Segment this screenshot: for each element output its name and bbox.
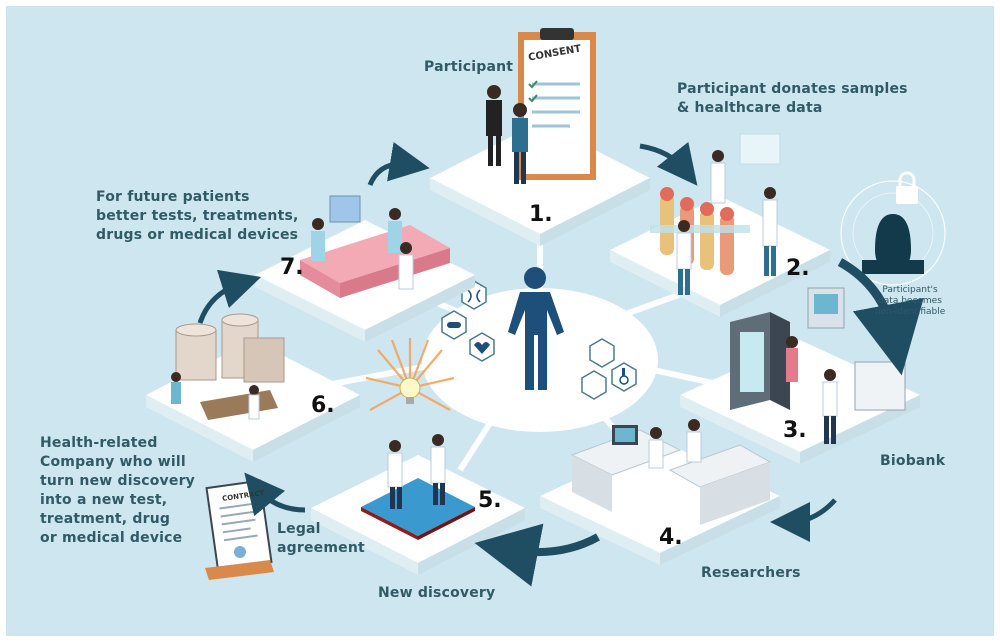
step-6-tile bbox=[146, 313, 360, 462]
label-health-company: Health-related Company who will turn new… bbox=[40, 435, 195, 546]
face-scan-icon bbox=[840, 180, 946, 286]
arrow-7-to-1 bbox=[367, 141, 430, 187]
label-non-identifiable: Participant's data becomes non-identifia… bbox=[874, 285, 946, 317]
arrow-1-to-2 bbox=[639, 141, 698, 186]
research-desks bbox=[570, 419, 772, 525]
step-number-6: 6. bbox=[311, 393, 335, 418]
wheelchair-icon bbox=[619, 368, 629, 385]
arrow-5-to-legal bbox=[244, 472, 306, 517]
label-legal-agreement: Legal agreement bbox=[277, 521, 365, 556]
participant-people bbox=[486, 85, 528, 184]
step-number-1: 1. bbox=[529, 202, 553, 227]
heart-icon bbox=[474, 342, 490, 354]
label-new-discovery: New discovery bbox=[378, 585, 496, 601]
label-participant: Participant bbox=[424, 59, 514, 75]
lightbulb-icon bbox=[365, 338, 455, 411]
sample-tubes bbox=[650, 187, 750, 275]
step-5-tile bbox=[311, 434, 525, 575]
discovery-scientists bbox=[387, 434, 446, 509]
step-4-tile bbox=[540, 419, 780, 565]
hub-icons bbox=[441, 280, 637, 400]
label-donates: Participant donates samples & healthcare… bbox=[677, 81, 908, 116]
factory-machines bbox=[171, 313, 285, 420]
step-number-2: 2. bbox=[786, 256, 810, 281]
lock-icon bbox=[896, 171, 918, 204]
step-2-tile bbox=[610, 133, 830, 317]
label-biobank: Biobank bbox=[880, 453, 946, 469]
biobank-workers bbox=[786, 336, 838, 444]
dna-icon bbox=[467, 289, 481, 303]
operating-room bbox=[300, 195, 450, 298]
arrow-3-to-4 bbox=[770, 498, 837, 542]
step-1-tile bbox=[430, 28, 650, 246]
label-researchers: Researchers bbox=[701, 565, 801, 581]
step-number-7: 7. bbox=[280, 255, 304, 280]
pill-icon bbox=[447, 322, 461, 328]
arrow-6-to-7 bbox=[197, 269, 262, 324]
step-number-5: 5. bbox=[478, 488, 502, 513]
step-7-tile bbox=[255, 195, 475, 342]
lab-workers bbox=[676, 150, 778, 295]
label-future-patients: For future patients better tests, treatm… bbox=[96, 189, 299, 243]
step-number-3: 3. bbox=[783, 418, 807, 443]
arrow-4-to-5 bbox=[474, 523, 600, 587]
arrow-2-to-3 bbox=[837, 258, 924, 376]
clipboard-icon bbox=[518, 28, 596, 180]
step-number-4: 4. bbox=[659, 525, 683, 550]
human-figure-icon bbox=[508, 267, 564, 390]
flow-arrows bbox=[197, 141, 924, 587]
